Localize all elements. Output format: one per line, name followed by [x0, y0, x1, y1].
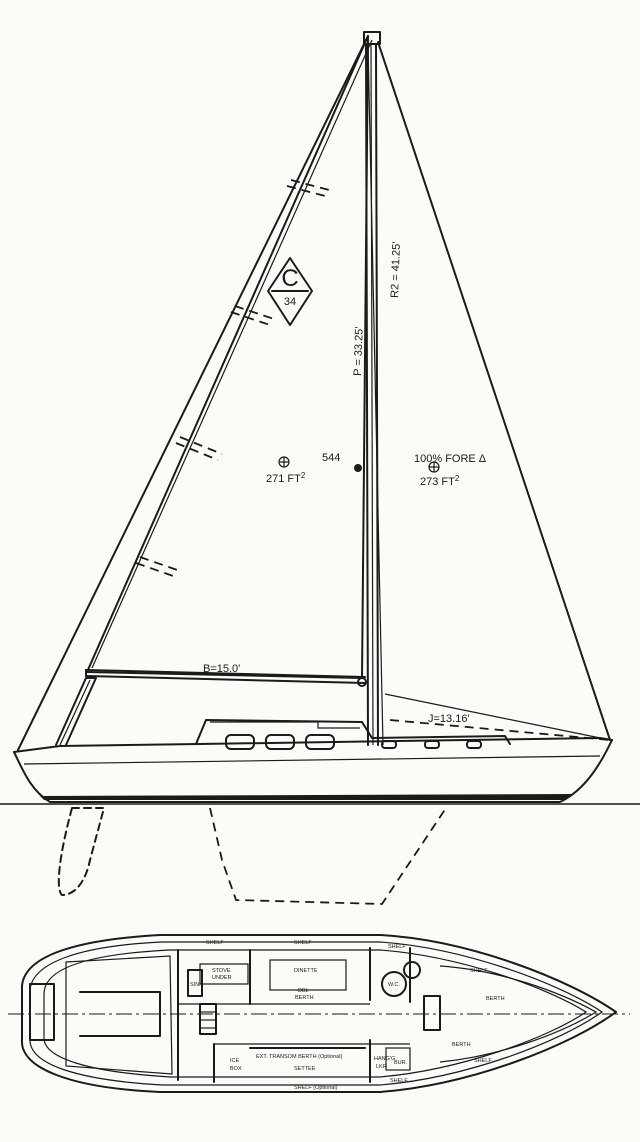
main-area-sup: 2 — [301, 471, 306, 480]
svg-text:271 FT2: 271 FT2 — [266, 471, 306, 485]
main-area: 271 FT2 — [266, 456, 306, 485]
main-area-value: 271 FT — [266, 473, 301, 485]
class-logo: C 34 — [267, 257, 313, 326]
sail-plan: C 34 P = 33.25' R2 = 41.25' B=15.0' J=13… — [17, 31, 611, 751]
label-shelf-3: SHELF — [388, 944, 406, 950]
headsail — [377, 41, 611, 741]
logo-number: 34 — [284, 296, 296, 308]
label-shelf-1: SHELF — [206, 940, 224, 946]
label-bureau: BUR. — [394, 1060, 408, 1066]
label-berth: BERTH — [295, 995, 314, 1001]
hull-profile — [0, 677, 640, 905]
label-shelf-4: SHELF — [470, 968, 488, 974]
fore-area-sup: 2 — [455, 474, 460, 483]
label-under: UNDER — [212, 975, 232, 981]
wc-fixture — [381, 971, 407, 997]
j-dimension: J=13.16' — [428, 713, 470, 725]
label-box: BOX — [230, 1066, 242, 1072]
center-label: 544 — [322, 452, 340, 464]
label-dinette: DINETTE — [294, 968, 318, 974]
label-transom: EXT. TRANSOM BERTH (Optional) — [256, 1054, 342, 1060]
boom — [85, 669, 367, 687]
label-shelf-2: SHELF — [294, 940, 312, 946]
label-wc: W.C. — [388, 982, 400, 988]
rudder — [57, 807, 105, 896]
jib-foot — [384, 693, 611, 741]
svg-text:273 FT2: 273 FT2 — [420, 474, 460, 488]
label-ice: ICE — [230, 1058, 240, 1064]
cockpit — [29, 983, 55, 1041]
hull — [13, 739, 613, 803]
fore-area-value: 273 FT — [420, 476, 455, 488]
label-sink: SINK — [190, 982, 203, 988]
label-shelf-7: SHELF (Optional) — [294, 1085, 338, 1091]
fore-area-title: 100% FORE Δ — [414, 453, 487, 465]
label-shelf-5: SHELF — [474, 1058, 492, 1064]
label-shelf-6: SHELF — [390, 1078, 408, 1084]
boot-stripe — [40, 794, 572, 800]
label-berth-2: BERTH — [486, 996, 505, 1002]
logo-letter: C — [281, 265, 298, 292]
mast — [363, 31, 384, 746]
fore-area: 100% FORE Δ 273 FT2 — [414, 453, 487, 488]
center-of-effort — [354, 464, 362, 472]
backstay — [17, 35, 369, 751]
keel — [209, 807, 447, 905]
label-berth-3: BERTH — [452, 1042, 471, 1048]
plan-outline — [20, 934, 617, 1093]
p-dimension: P = 33.25' — [352, 326, 366, 376]
accommodation-plan: SHELF SHELF SHELF SHELF SHELF SHELF SHEL… — [8, 934, 630, 1093]
mainsail — [86, 35, 369, 679]
label-locker: LKR — [376, 1064, 387, 1070]
label-hanging: HANG'G — [374, 1056, 395, 1062]
boom-dimension: B=15.0' — [203, 663, 240, 675]
label-stove: STOVE — [212, 968, 231, 974]
mainsail-leech — [91, 39, 373, 669]
portlights — [225, 734, 482, 750]
battens — [135, 179, 330, 578]
label-dbl: DBL — [298, 988, 309, 994]
cabin — [195, 719, 511, 745]
label-settee: SETTEE — [294, 1066, 316, 1072]
r2-dimension: R2 = 41.25' — [389, 241, 403, 298]
forestay-dash — [389, 719, 611, 741]
